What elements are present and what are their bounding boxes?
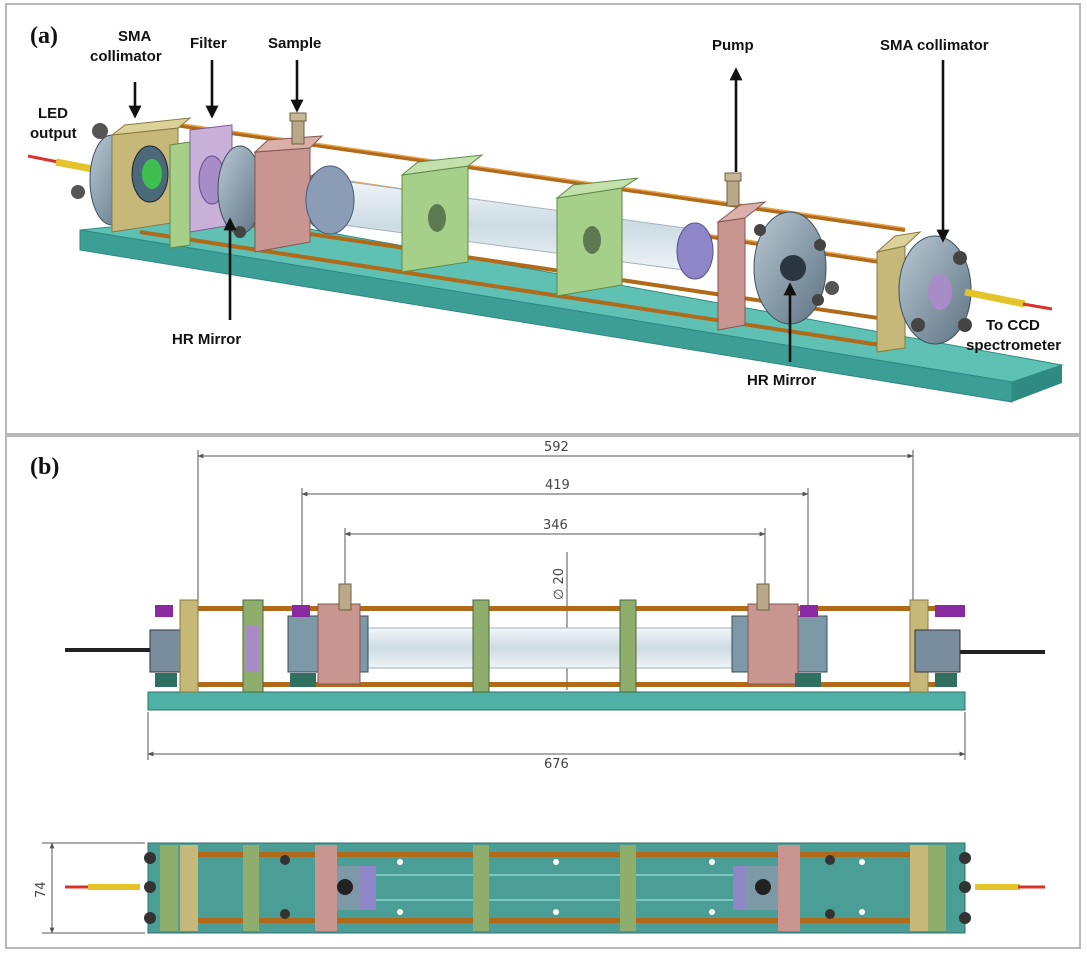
callout-pump: Pump — [712, 37, 754, 54]
right-pink-block-3d — [716, 172, 767, 331]
top-view — [65, 842, 1045, 934]
callout-hr-mirror-right: HR Mirror — [747, 372, 816, 389]
dim-diameter-20: ∅ 20 — [552, 568, 567, 600]
callout-sma-left-line1: SMA — [118, 28, 152, 45]
middle-plate-2-3d — [555, 177, 639, 297]
middle-plate-1-3d — [400, 154, 484, 273]
dim-74: 74 — [34, 881, 49, 898]
ccd-fiber — [964, 288, 1053, 311]
callout-arrows — [128, 60, 950, 362]
dim-592: 592 — [544, 440, 569, 455]
side-base — [147, 691, 966, 711]
led-fiber — [27, 154, 99, 174]
callout-sma-right: SMA collimator — [880, 37, 989, 54]
panel-a-label: (a) — [30, 23, 58, 49]
callout-hr-mirror-left: HR Mirror — [172, 331, 241, 348]
callout-led-output-line2: output — [30, 125, 77, 142]
dim-419: 419 — [545, 478, 570, 493]
side-view — [65, 583, 1045, 711]
callout-led-output-line1: LED — [38, 105, 68, 122]
sample-block-3d — [253, 112, 355, 253]
right-mirror-mount-3d — [753, 211, 839, 325]
panel-b-label: (b) — [30, 454, 59, 480]
callout-sample: Sample — [268, 35, 321, 52]
callout-sma-left-line2: collimator — [90, 48, 162, 65]
panel-b-border — [5, 435, 1081, 949]
dim-676: 676 — [544, 757, 569, 772]
panel-a: (a) — [5, 3, 1081, 435]
sma-plate-3d — [110, 117, 192, 233]
panel-a-border — [5, 3, 1081, 435]
dim-346: 346 — [543, 518, 568, 533]
right-sma-plate-3d — [875, 231, 972, 353]
callout-to-ccd-line1: To CCD — [986, 317, 1040, 334]
panel-b: (b) 592 — [5, 435, 1081, 949]
callout-to-ccd-line2: spectrometer — [966, 337, 1061, 354]
callout-filter: Filter — [190, 35, 227, 52]
side-tube — [344, 627, 766, 669]
dimension-lines — [42, 450, 966, 934]
